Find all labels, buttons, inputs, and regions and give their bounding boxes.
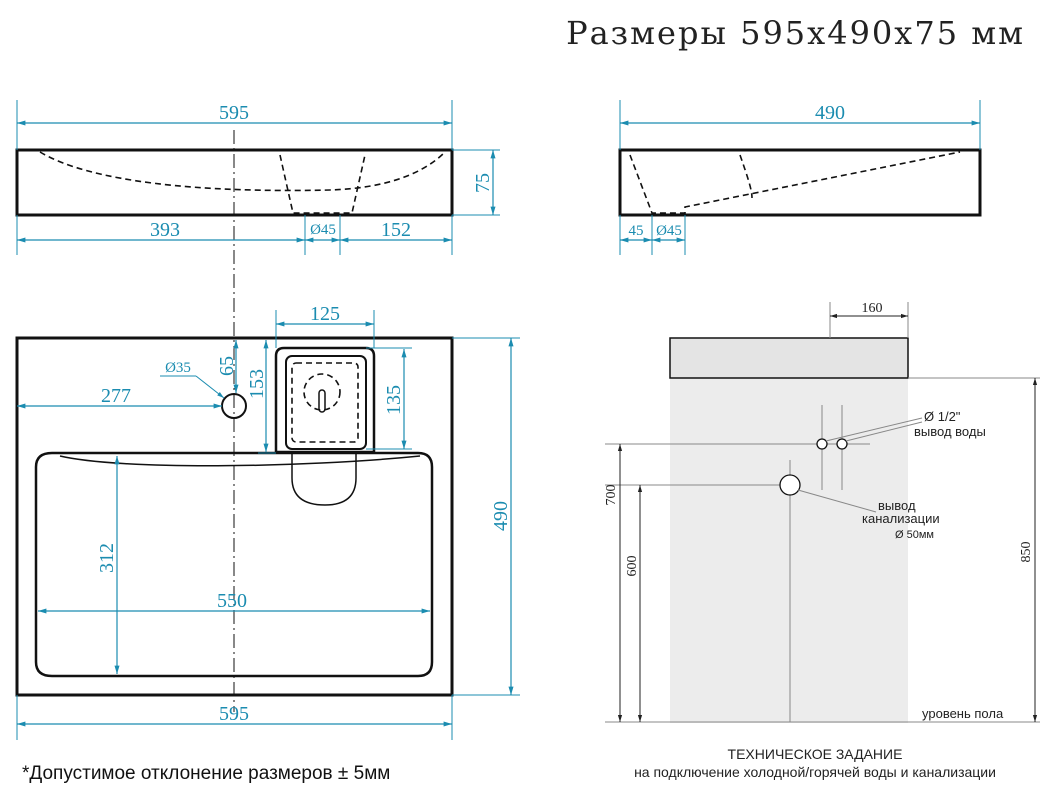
side-drain-label: Ø45 <box>656 223 682 239</box>
basin-rim <box>59 455 421 467</box>
shelf-dashed <box>291 362 359 443</box>
drain-profile <box>279 154 366 214</box>
front-view: 595 393 Ø45 152 75 <box>15 100 500 712</box>
tap-offset-left-label: 277 <box>101 385 131 407</box>
drain-size-label: Ø 50мм <box>895 529 934 541</box>
side-view-outline <box>618 148 982 217</box>
side-offset-label: 45 <box>629 223 644 239</box>
tap-offset-top-label: 65 <box>216 356 238 376</box>
total-depth-label: 490 <box>490 501 512 531</box>
side-depth-label: 490 <box>815 102 845 124</box>
total-width-label: 595 <box>219 703 249 725</box>
drain-tongue <box>291 452 357 506</box>
height-600-label: 600 <box>625 556 640 577</box>
side-basin-profile <box>629 151 961 214</box>
side-view: 490 45 Ø45 <box>618 100 982 255</box>
tolerance-footnote: *Допустимое отклонение размеров ± 5мм <box>22 763 390 784</box>
drain-outlet-icon <box>779 474 801 496</box>
front-width-label: 595 <box>219 102 249 124</box>
plan-view: 125 Ø35 65 277 153 135 312 550 595 490 <box>15 303 520 740</box>
page-title: Размеры 595x490x75 мм <box>566 14 1025 52</box>
shelf-depth-label: 153 <box>246 369 268 399</box>
spec-subtitle: на подключение холодной/горячей воды и к… <box>634 764 996 780</box>
plan-outline <box>15 336 454 697</box>
height-850-label: 850 <box>1019 542 1034 563</box>
front-drain-label: Ø45 <box>310 222 336 238</box>
overflow-circle-icon <box>303 373 341 411</box>
front-right-offset-label: 152 <box>381 219 411 241</box>
inner-depth-label: 135 <box>383 385 405 415</box>
drain-label-line2: канализации <box>862 511 940 526</box>
front-left-offset-label: 393 <box>150 219 180 241</box>
installation-diagram: 160 Ø 1/2" вывод воды вывод канализации … <box>604 301 1040 723</box>
basin-profile <box>39 151 446 192</box>
basin-width-label: 550 <box>217 590 247 612</box>
height-700-label: 700 <box>604 485 619 506</box>
water-outlet-label: вывод воды <box>914 424 986 439</box>
overflow-slot <box>318 389 326 413</box>
drain-label-line1: вывод <box>878 498 916 513</box>
shelf-width-label: 125 <box>310 303 340 325</box>
basin-depth-label: 312 <box>96 543 118 573</box>
shelf-inner <box>285 355 367 450</box>
floor-label: уровень пола <box>922 706 1004 721</box>
front-height-label: 75 <box>472 173 494 193</box>
cold-water-outlet-icon <box>816 438 828 450</box>
tap-hole-label: Ø35 <box>165 360 191 376</box>
water-outlet-size: Ø 1/2" <box>924 409 961 424</box>
basin-outline <box>34 451 434 678</box>
sink-block <box>669 337 909 379</box>
offset-160-label: 160 <box>862 301 883 316</box>
spec-title: ТЕХНИЧЕСКОЕ ЗАДАНИЕ <box>728 746 903 762</box>
hot-water-outlet-icon <box>836 438 848 450</box>
side-drain-profile <box>739 154 753 199</box>
